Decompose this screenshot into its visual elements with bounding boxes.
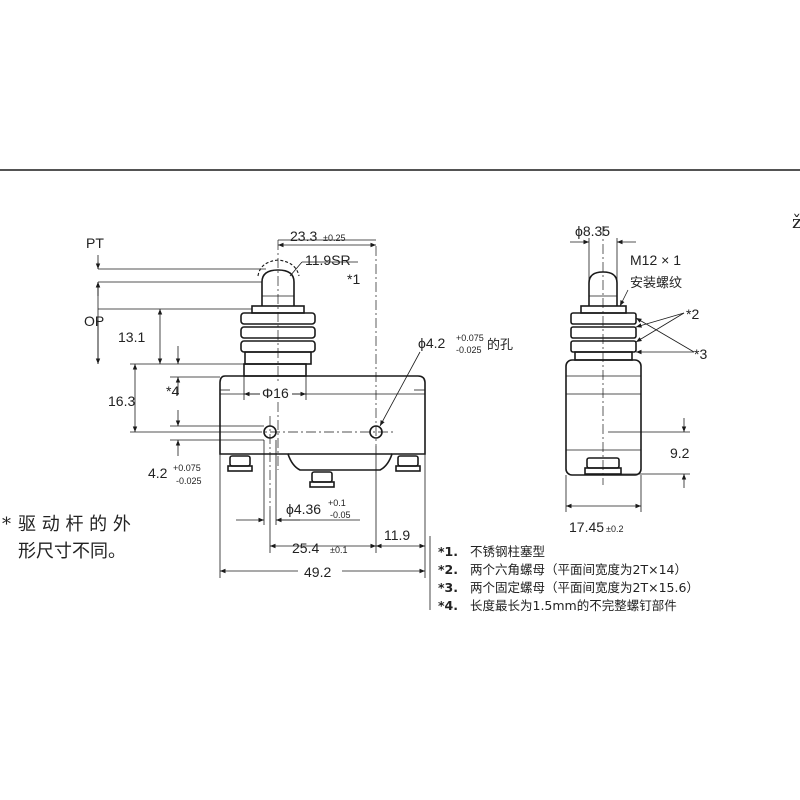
side-view: ϕ8.35 M12 × 1 安装螺纹 *2 *3 9.2 17.45 ±0.2 [565,223,707,535]
note-1-text: 不锈钢柱塞型 [470,544,545,559]
mark-1: *1 [347,271,360,287]
svg-text:+0.1: +0.1 [328,498,346,508]
side-nut-2 [570,326,637,339]
svg-text:*: * [2,514,11,535]
thread-size: M12 × 1 [630,252,681,268]
terminal-left [227,455,253,472]
svg-text:的孔: 的孔 [487,337,513,353]
terminal-center [309,471,335,488]
terminal-right [395,455,421,472]
dim-11-9: 11.9 [384,527,410,543]
note-2-mark: *2. [438,562,458,577]
note-4-mark: *4. [438,598,458,613]
svg-text:-0.025: -0.025 [456,345,482,355]
svg-text:±0.1: ±0.1 [330,545,347,555]
dim-11-9sr: 11.9SR [305,252,351,268]
svg-text:+0.075: +0.075 [173,463,201,473]
plunger [261,269,295,306]
front-view: PT OP 13.1 16.3 *4 4.2 +0.075 -0.025 23.… [84,228,513,580]
dim-13-1: 13.1 [118,329,145,345]
thread-note: 安装螺纹 [630,276,682,291]
mark-3: *3 [694,346,707,362]
dim-phi8-35: ϕ8.35 [575,223,610,239]
dim-phi16: Φ16 [262,385,289,401]
switch-body [219,375,426,471]
actuator-note-line1: 驱 动 杆 的 外 [18,514,131,535]
side-nut-1 [570,312,637,325]
actuator-note: * 驱 动 杆 的 外 形尺寸不同。 [2,514,131,562]
dim-phi4-36: ϕ4.36 [286,501,321,517]
side-nut-3 [570,340,637,353]
note-3-mark: *3. [438,580,458,595]
note-3-text: 两个固定螺母（平面间宽度为2T×15.6） [470,580,699,595]
svg-text:-0.05: -0.05 [330,510,351,520]
svg-text:±0.2: ±0.2 [606,524,623,534]
actuator-note-line2: 形尺寸不同。 [18,541,126,562]
corner-fragment: ž [792,212,800,233]
op-label: OP [84,313,104,329]
mark-4: *4 [166,383,179,399]
svg-text:+0.075: +0.075 [456,333,484,343]
svg-text:±0.25: ±0.25 [323,233,345,243]
dim-49-2: 49.2 [304,564,331,580]
hole-phi-label: ϕ4.2 [418,335,446,351]
dim-4-2: 4.2 [148,465,168,481]
dim-23-3: 23.3 [290,228,317,244]
pt-label: PT [86,235,104,251]
note-1-mark: *1. [438,544,458,559]
note-4-text: 长度最长为1.5mm的不完整螺钉部件 [470,598,677,613]
dim-16-3: 16.3 [108,393,135,409]
note-2-text: 两个六角螺母（平面间宽度为2T×14） [470,562,687,577]
dim-25-4: 25.4 [292,540,319,556]
mark-2: *2 [686,306,699,322]
dim-17-45: 17.45 [569,519,604,535]
svg-text:-0.025: -0.025 [176,476,202,486]
dim-9-2: 9.2 [670,445,690,461]
footnotes: *1. 不锈钢柱塞型 *2. 两个六角螺母（平面间宽度为2T×14） *3. 两… [429,536,699,613]
